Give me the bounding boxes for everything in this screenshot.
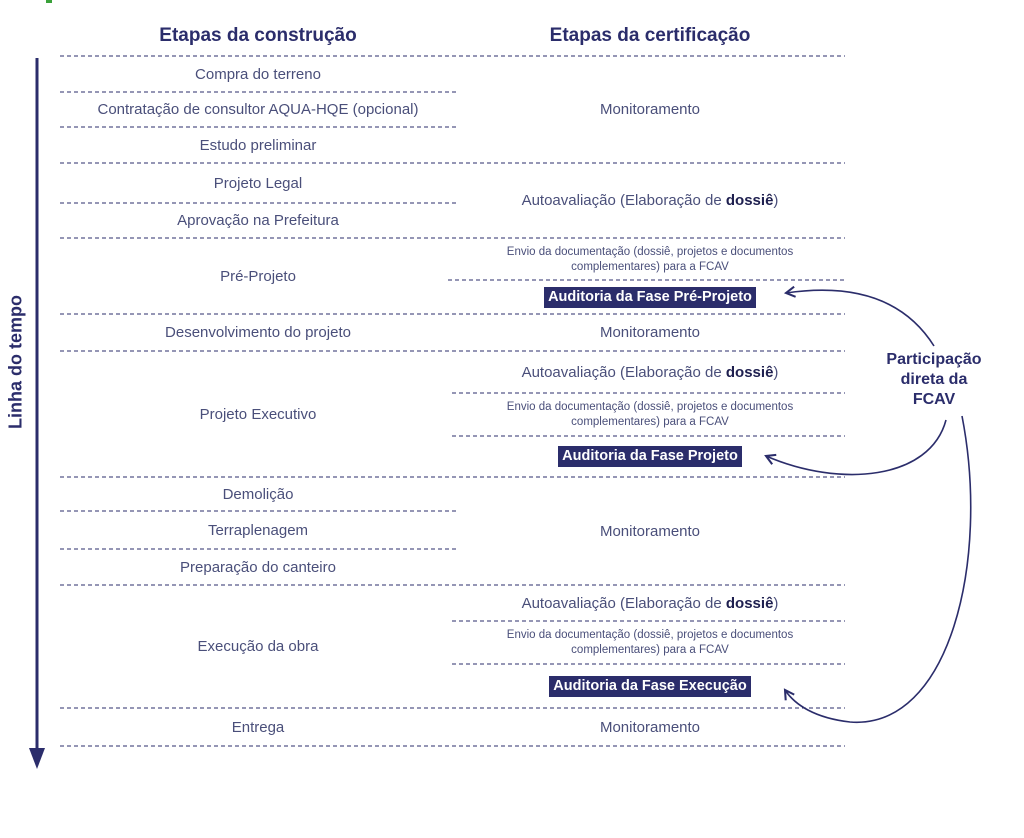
cert-self-assessment: Autoavaliação (Elaboração de dossiê) [521, 363, 779, 381]
construction-step: Execução da obra [197, 638, 319, 655]
construction-step: Preparação do canteiro [180, 558, 336, 576]
construction-step: Projeto Legal [213, 174, 303, 192]
timeline-axis [29, 58, 45, 769]
construction-step: Projeto Executivo [199, 405, 317, 423]
arrow-to-project-audit [764, 419, 947, 476]
cert-monitoring: Monitoramento [599, 324, 701, 341]
cert-audit-project-cell: Auditoria da Fase Projeto [452, 436, 848, 477]
construction-step: Pré-Projeto [220, 267, 296, 285]
header-certification-stages: Etapas da certificação [549, 25, 751, 46]
cert-self-assessment: Autoavaliação (Elaboração de dossiê) [521, 594, 779, 612]
cert-audit-pre-project-cell: Auditoria da Fase Pré-Projeto [452, 280, 848, 314]
construction-step: Estudo preliminar [199, 136, 317, 154]
cert-monitoring: Monitoramento [599, 101, 701, 118]
audit-badge-pre-project: Auditoria da Fase Pré-Projeto [544, 286, 756, 308]
cert-audit-execution-cell: Auditoria da Fase Execução [452, 664, 848, 708]
cert-self-assessment: Autoavaliação (Elaboração de dossiê) [521, 192, 779, 209]
construction-step: Demolição [222, 485, 294, 503]
construction-step: Contratação de consultor AQUA-HQE (opcio… [97, 101, 419, 118]
construction-step: Compra do terreno [195, 65, 321, 83]
arrow-to-pre-project-audit [783, 285, 935, 347]
header-construction-stages: Etapas da construção [159, 25, 357, 46]
construction-step: Aprovação na Prefeitura [177, 212, 339, 229]
construction-step: Entrega [231, 718, 285, 736]
cert-monitoring: Monitoramento [599, 718, 701, 736]
cert-submission: Envio da documentação (dossiê, projetos … [506, 246, 794, 273]
audit-badge-project: Auditoria da Fase Projeto [558, 446, 742, 467]
fcav-arrows [764, 285, 972, 723]
cert-submission: Envio da documentação (dossiê, projetos … [506, 628, 794, 656]
fcav-participation-note: Participação direta da FCAV [886, 351, 982, 408]
construction-step: Terraplenagem [207, 521, 309, 539]
construction-step: Desenvolvimento do projeto [165, 324, 351, 341]
audit-badge-execution: Auditoria da Fase Execução [549, 675, 751, 697]
arrow-to-execution-audit [783, 415, 972, 723]
cert-monitoring: Monitoramento [599, 522, 701, 540]
timeline-arrowhead [29, 748, 45, 769]
corner-accent-mark [46, 0, 52, 3]
cert-submission: Envio da documentação (dossiê, projetos … [506, 400, 794, 428]
row-separators [60, 55, 845, 747]
